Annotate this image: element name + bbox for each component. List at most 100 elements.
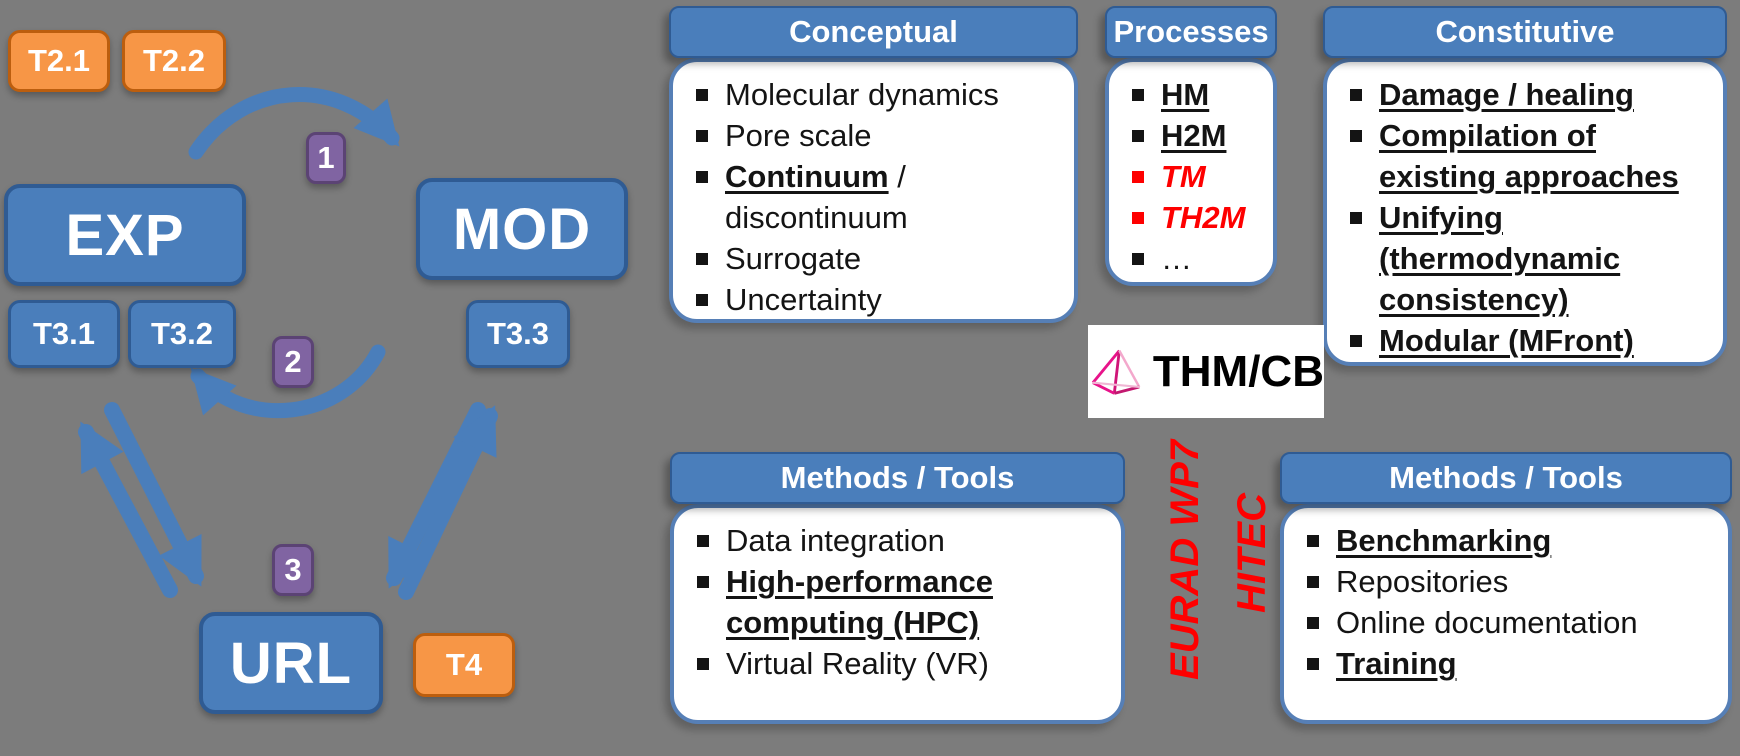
task-tag-t3-2: T3.2	[128, 300, 236, 368]
bullet-square-icon	[697, 535, 709, 547]
list-item: HM	[1119, 74, 1265, 115]
list-item: Data integration	[684, 520, 1113, 561]
panel-constitutive-header: Constitutive	[1323, 6, 1727, 58]
panel-methods-tools-left-body: Data integration High-performance comput…	[670, 504, 1125, 724]
thm-cb-label: THM/CB	[1088, 325, 1324, 418]
bullet-square-icon	[1350, 89, 1362, 101]
panel-processes-body: HM H2M TM TH2M …	[1105, 58, 1277, 286]
task-tag-label: T2.1	[27, 43, 91, 78]
list-item: Training	[1294, 643, 1720, 684]
node-label: URL	[229, 630, 353, 696]
list-item: Unifying (thermodynamic consistency)	[1337, 197, 1715, 320]
list-item: Virtual Reality (VR)	[684, 643, 1113, 684]
step-badge-1: 1	[306, 132, 346, 184]
item-text: Continuum	[725, 159, 889, 194]
item-text: TH2M	[1161, 200, 1246, 235]
item-text: Repositories	[1336, 564, 1509, 599]
bullet-square-icon	[1307, 617, 1319, 629]
panel-methods-tools-left-header: Methods / Tools	[670, 452, 1125, 504]
list-item: TH2M	[1119, 197, 1265, 238]
node-mod: MOD	[416, 178, 628, 280]
list-item: TM	[1119, 156, 1265, 197]
list-item: Repositories	[1294, 561, 1720, 602]
list-item: Uncertainty	[683, 279, 1066, 320]
item-text: TM	[1161, 159, 1206, 194]
item-text: Data integration	[726, 523, 945, 558]
tetrahedron-icon	[1091, 349, 1141, 395]
bullet-square-icon	[1350, 212, 1362, 224]
bullet-square-icon	[1132, 89, 1144, 101]
arrow-url-to-exp	[78, 421, 178, 598]
task-tag-label: T3.1	[32, 316, 96, 351]
panel-conceptual-header: Conceptual	[669, 6, 1078, 58]
task-tag-label: T2.2	[142, 43, 206, 78]
hitec-label: HITEC	[1230, 493, 1274, 613]
bullet-square-icon	[1132, 212, 1144, 224]
arrow-exp-to-url	[104, 402, 204, 587]
panel-methods-tools-right-body: Benchmarking Repositories Online documen…	[1280, 504, 1732, 724]
panel-title: Methods / Tools	[780, 460, 1015, 495]
list-item: High-performance computing (HPC)	[684, 561, 1113, 643]
list-item: Damage / healing	[1337, 74, 1715, 115]
task-tag-t2-1: T2.1	[8, 30, 110, 92]
task-tag-t3-3: T3.3	[466, 300, 570, 368]
item-text: Compilation of existing approaches	[1379, 118, 1679, 194]
bullet-square-icon	[697, 658, 709, 670]
panel-conceptual-body: Molecular dynamics Pore scale Continuum …	[669, 58, 1078, 323]
panel-constitutive-body: Damage / healing Compilation of existing…	[1323, 58, 1727, 366]
bullet-square-icon	[1132, 253, 1144, 265]
arrow-mod-to-exp	[190, 344, 386, 419]
bullet-square-icon	[697, 576, 709, 588]
list-item: Continuum / discontinuum	[683, 156, 1066, 238]
thm-cb-text: THM/CB	[1152, 346, 1324, 396]
task-tag-label: T3.3	[486, 316, 550, 351]
task-tag-t3-1: T3.1	[8, 300, 120, 368]
item-text: …	[1161, 241, 1192, 276]
item-text: Pore scale	[725, 118, 872, 153]
item-text: High-performance computing (HPC)	[726, 564, 993, 640]
bullet-square-icon	[1350, 335, 1362, 347]
panel-processes-header: Processes	[1105, 6, 1277, 58]
task-tag-t4: T4	[413, 633, 515, 697]
task-tag-t2-2: T2.2	[122, 30, 226, 92]
item-text: Surrogate	[725, 241, 862, 276]
list-item: Modular (MFront)	[1337, 320, 1715, 361]
flow-arrows	[78, 87, 498, 600]
bullet-square-icon	[696, 130, 708, 142]
bullet-square-icon	[1350, 130, 1362, 142]
step-badge-2: 2	[272, 336, 314, 388]
bullet-square-icon	[696, 89, 708, 101]
bullet-square-icon	[1307, 535, 1319, 547]
item-text: Virtual Reality (VR)	[726, 646, 990, 681]
list-item: Online documentation	[1294, 602, 1720, 643]
item-text: Uncertainty	[725, 282, 882, 317]
bullet-square-icon	[1307, 658, 1319, 670]
list-item: Benchmarking	[1294, 520, 1720, 561]
step-badge-label: 1	[317, 140, 335, 175]
step-badge-label: 2	[284, 344, 302, 379]
node-url: URL	[199, 612, 383, 714]
bullet-square-icon	[1307, 576, 1319, 588]
item-text: Benchmarking	[1336, 523, 1552, 558]
panel-title: Constitutive	[1435, 14, 1615, 49]
step-badge-label: 3	[284, 552, 302, 587]
task-tag-label: T3.2	[150, 316, 214, 351]
item-text: / discontinuum	[725, 159, 908, 235]
bullet-square-icon	[696, 253, 708, 265]
list-item: Pore scale	[683, 115, 1066, 156]
item-text: Modular (MFront)	[1379, 323, 1634, 358]
list-item: Compilation of existing approaches	[1337, 115, 1715, 197]
task-tag-label: T4	[445, 647, 483, 682]
item-text: HM	[1161, 77, 1210, 112]
item-text: Damage / healing	[1379, 77, 1634, 112]
panel-title: Conceptual	[789, 14, 958, 49]
list-item: Surrogate	[683, 238, 1066, 279]
item-text: Online documentation	[1336, 605, 1638, 640]
node-label: MOD	[452, 196, 592, 262]
arrow-url-to-mod	[398, 405, 498, 600]
item-text: Training	[1336, 646, 1457, 681]
item-text: Molecular dynamics	[725, 77, 999, 112]
list-item: Molecular dynamics	[683, 74, 1066, 115]
bullet-square-icon	[1132, 130, 1144, 142]
